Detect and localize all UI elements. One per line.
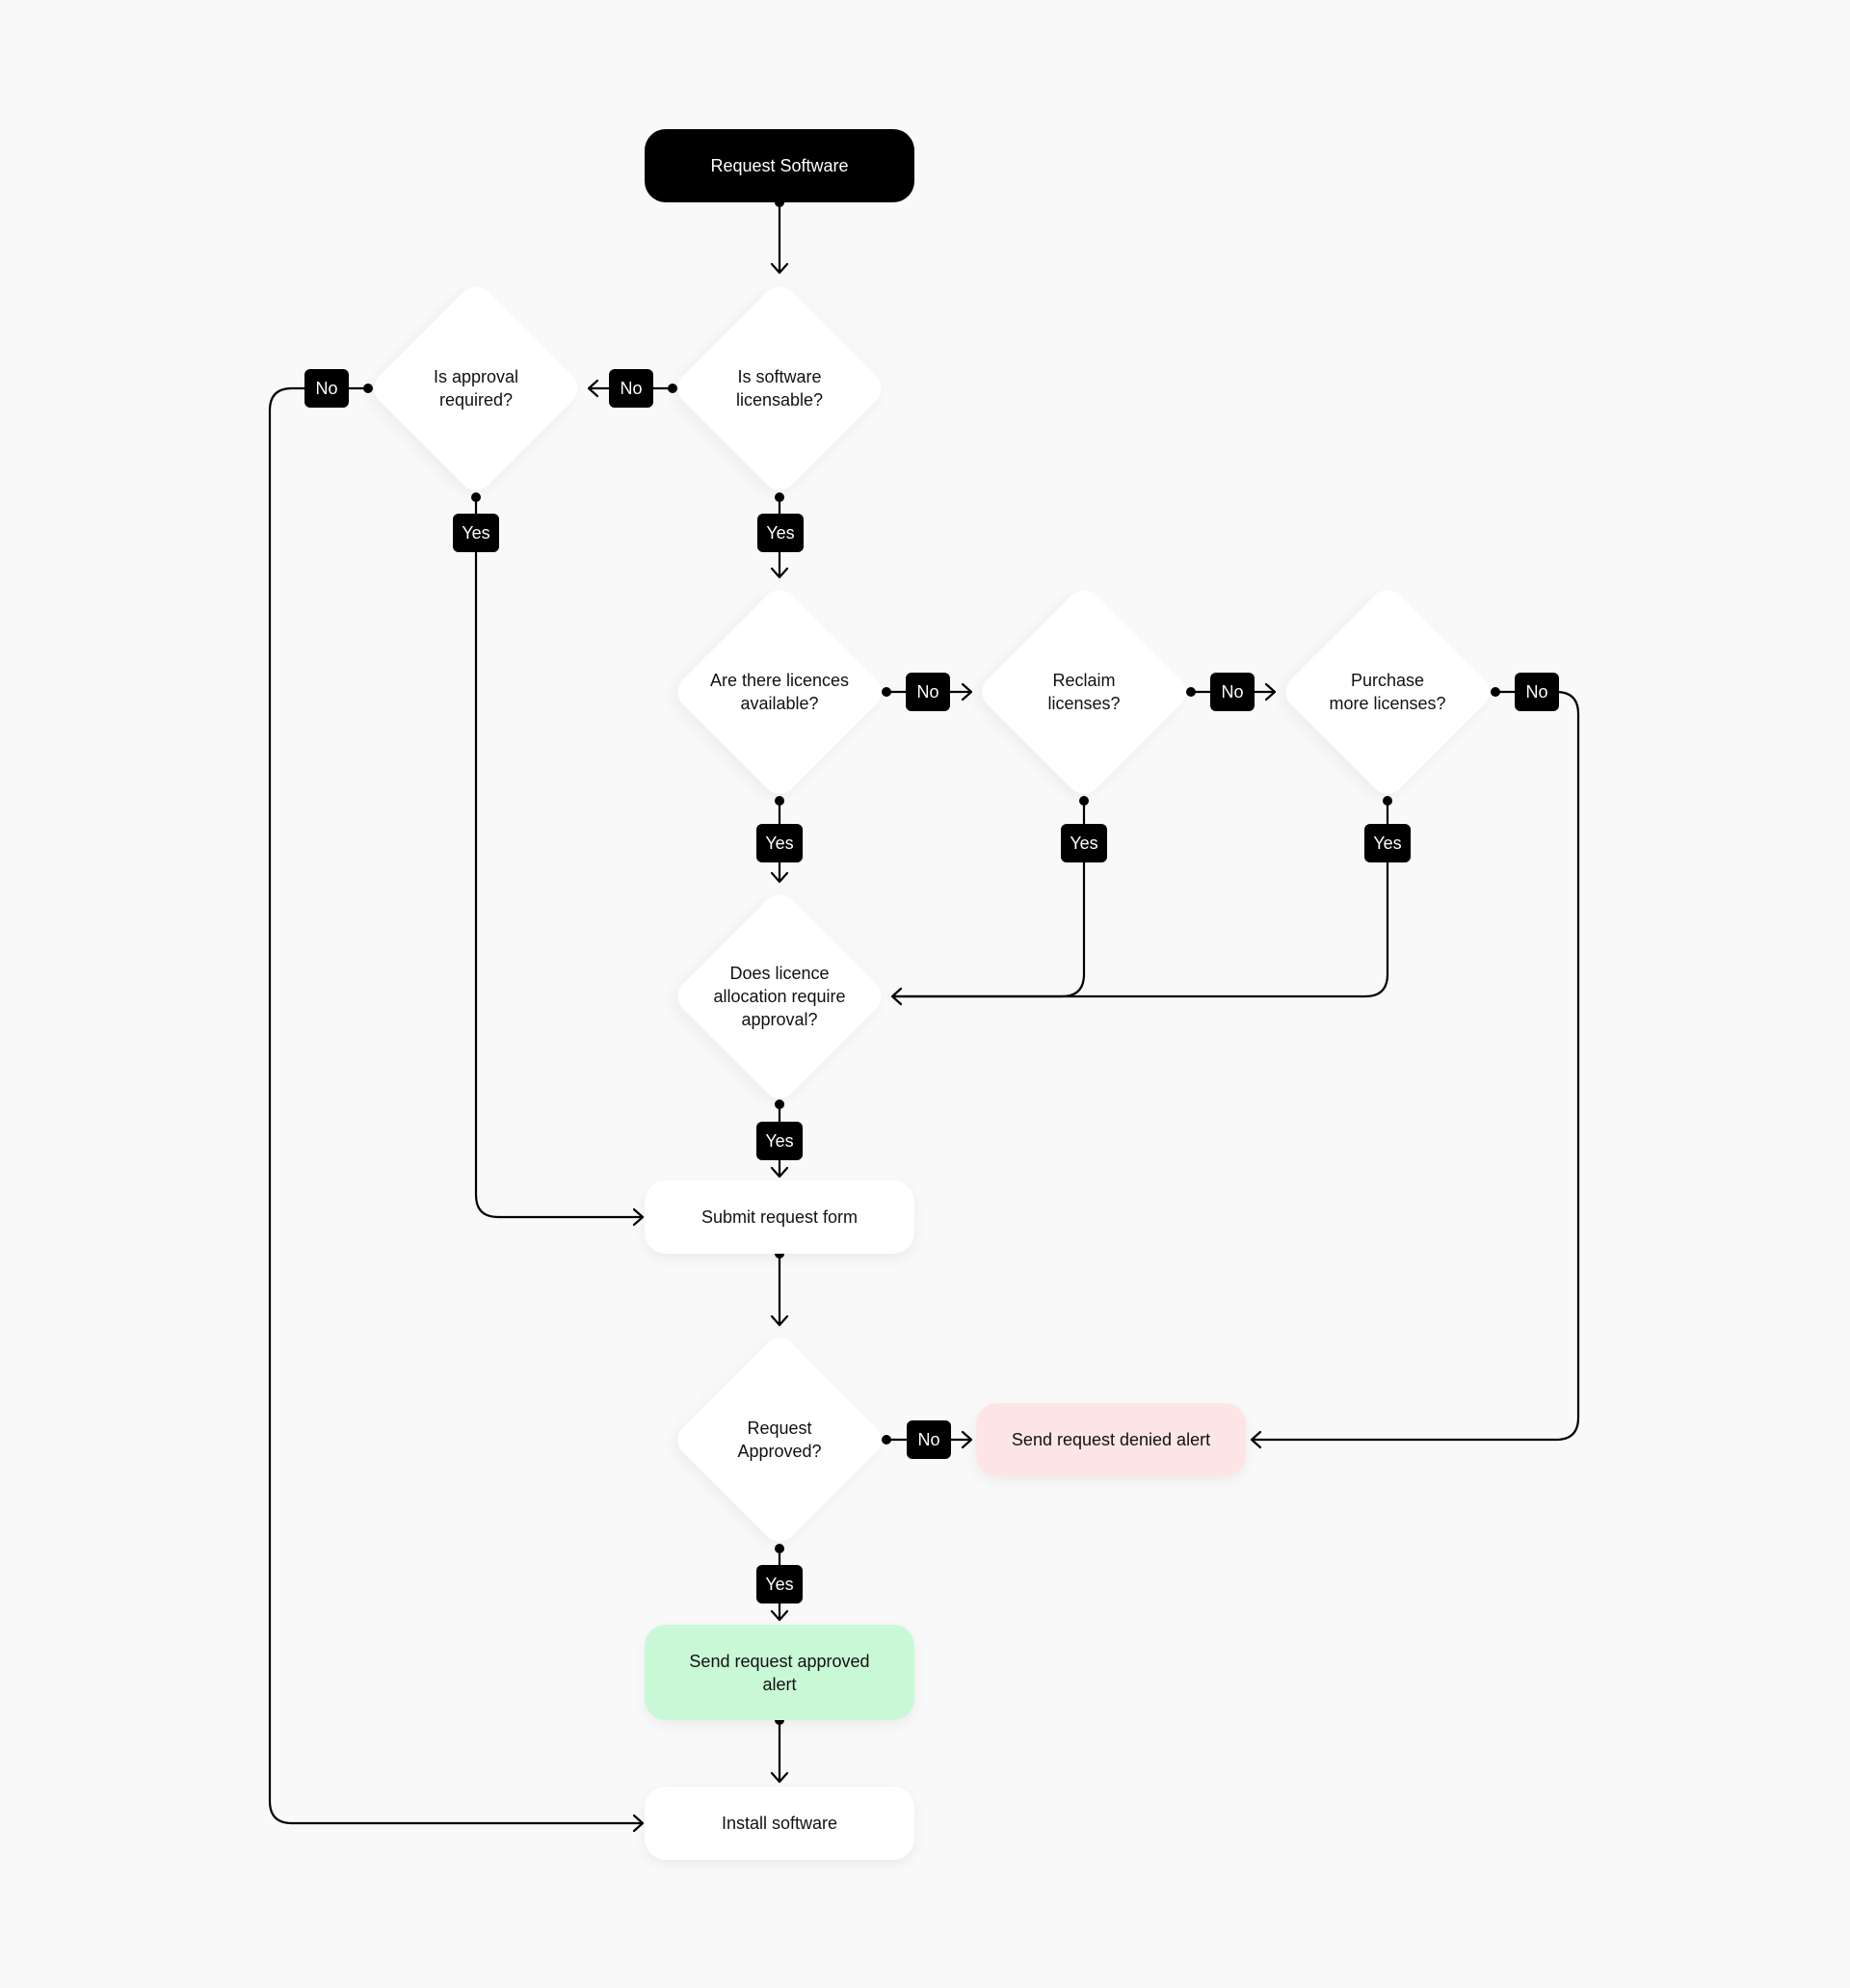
is-approval-required-decision[interactable]: Is approval required? bbox=[365, 278, 587, 499]
send-request-approved-alert-label: Send request approved alert bbox=[689, 1651, 870, 1694]
connector-dot bbox=[1383, 796, 1392, 806]
install-software-label: Install software bbox=[721, 1814, 838, 1833]
arrowhead bbox=[961, 1430, 973, 1449]
yes-label-licensable: Yes bbox=[757, 514, 804, 552]
connector-purchase-no-to-denied bbox=[1252, 690, 1580, 1442]
arrowhead bbox=[961, 682, 973, 702]
arrowhead bbox=[770, 1314, 789, 1327]
yes-label-licences-available: Yes bbox=[756, 824, 803, 862]
connector-dot bbox=[1186, 687, 1196, 697]
no-label-request-approved: No bbox=[907, 1420, 951, 1459]
arrowhead bbox=[587, 379, 599, 398]
connector-reclaim-yes bbox=[892, 801, 1086, 998]
connector-dot bbox=[882, 687, 891, 697]
are-licences-available-decision[interactable]: Are there licences available? bbox=[669, 581, 890, 803]
arrowhead bbox=[632, 1207, 645, 1227]
arrowhead bbox=[770, 1771, 789, 1784]
send-request-denied-alert-label: Send request denied alert bbox=[1011, 1430, 1211, 1449]
reclaim-licenses-label: Reclaim licenses? bbox=[1047, 671, 1121, 713]
is-software-licensable-label: Is software licensable? bbox=[735, 367, 824, 410]
connector-dot bbox=[775, 1544, 784, 1553]
arrowhead bbox=[1250, 1430, 1262, 1449]
submit-request-form-label: Submit request form bbox=[700, 1207, 859, 1227]
install-software-node[interactable]: Install software bbox=[645, 1787, 914, 1860]
connector-dot bbox=[775, 796, 784, 806]
are-licences-available-label: Are there licences available? bbox=[709, 671, 850, 713]
request-approved-decision[interactable]: Request Approved? bbox=[669, 1329, 890, 1551]
send-request-denied-alert-node[interactable]: Send request denied alert bbox=[976, 1403, 1246, 1476]
is-software-licensable-decision[interactable]: Is software licensable? bbox=[669, 278, 890, 499]
arrowhead bbox=[770, 262, 789, 275]
no-label-approval-required: No bbox=[304, 369, 349, 408]
connector-dot bbox=[668, 384, 677, 393]
purchase-more-licenses-decision[interactable]: Purchase more licenses? bbox=[1277, 581, 1498, 803]
arrowhead bbox=[1264, 682, 1277, 702]
arrowhead bbox=[770, 567, 789, 579]
reclaim-licenses-decision[interactable]: Reclaim licenses? bbox=[973, 581, 1195, 803]
yes-label-purchase: Yes bbox=[1364, 824, 1411, 862]
connector-dot bbox=[471, 492, 481, 502]
yes-label-request-approved: Yes bbox=[756, 1565, 803, 1604]
licence-allocation-approval-label: Does licence allocation require approval… bbox=[713, 964, 846, 1029]
connector-dot bbox=[1079, 796, 1089, 806]
no-label-reclaim: No bbox=[1210, 673, 1255, 711]
arrowhead bbox=[890, 987, 903, 1006]
yes-label-approval-required: Yes bbox=[453, 514, 499, 552]
connector-dot bbox=[1491, 687, 1500, 697]
purchase-more-licenses-label: Purchase more licenses? bbox=[1329, 671, 1446, 713]
no-label-licensable: No bbox=[609, 369, 653, 408]
connector-approval-no-to-install bbox=[268, 386, 643, 1825]
licence-allocation-approval-decision[interactable]: Does licence allocation require approval… bbox=[669, 886, 890, 1107]
connector-dot bbox=[775, 492, 784, 502]
yes-label-reclaim: Yes bbox=[1061, 824, 1107, 862]
arrowhead bbox=[770, 1166, 789, 1179]
request-software-node[interactable]: Request Software bbox=[645, 129, 914, 202]
no-label-purchase: No bbox=[1515, 673, 1559, 711]
request-approved-label: Request Approved? bbox=[737, 1418, 822, 1461]
no-label-licences-available: No bbox=[906, 673, 950, 711]
arrowhead bbox=[770, 871, 789, 884]
connector-dot bbox=[775, 1100, 784, 1109]
request-software-label: Request Software bbox=[710, 156, 849, 175]
connector-approval-yes-to-submit bbox=[474, 497, 643, 1219]
connector-dot bbox=[882, 1435, 891, 1445]
is-approval-required-label: Is approval required? bbox=[433, 367, 519, 410]
connector-dot bbox=[363, 384, 373, 393]
submit-request-form-node[interactable]: Submit request form bbox=[645, 1180, 914, 1254]
arrowhead bbox=[632, 1814, 645, 1833]
connector-purchase-yes bbox=[892, 801, 1389, 998]
arrowhead bbox=[770, 1609, 789, 1622]
yes-label-licence-allocation: Yes bbox=[756, 1122, 803, 1160]
send-request-approved-alert-node[interactable]: Send request approved alert bbox=[645, 1625, 914, 1720]
